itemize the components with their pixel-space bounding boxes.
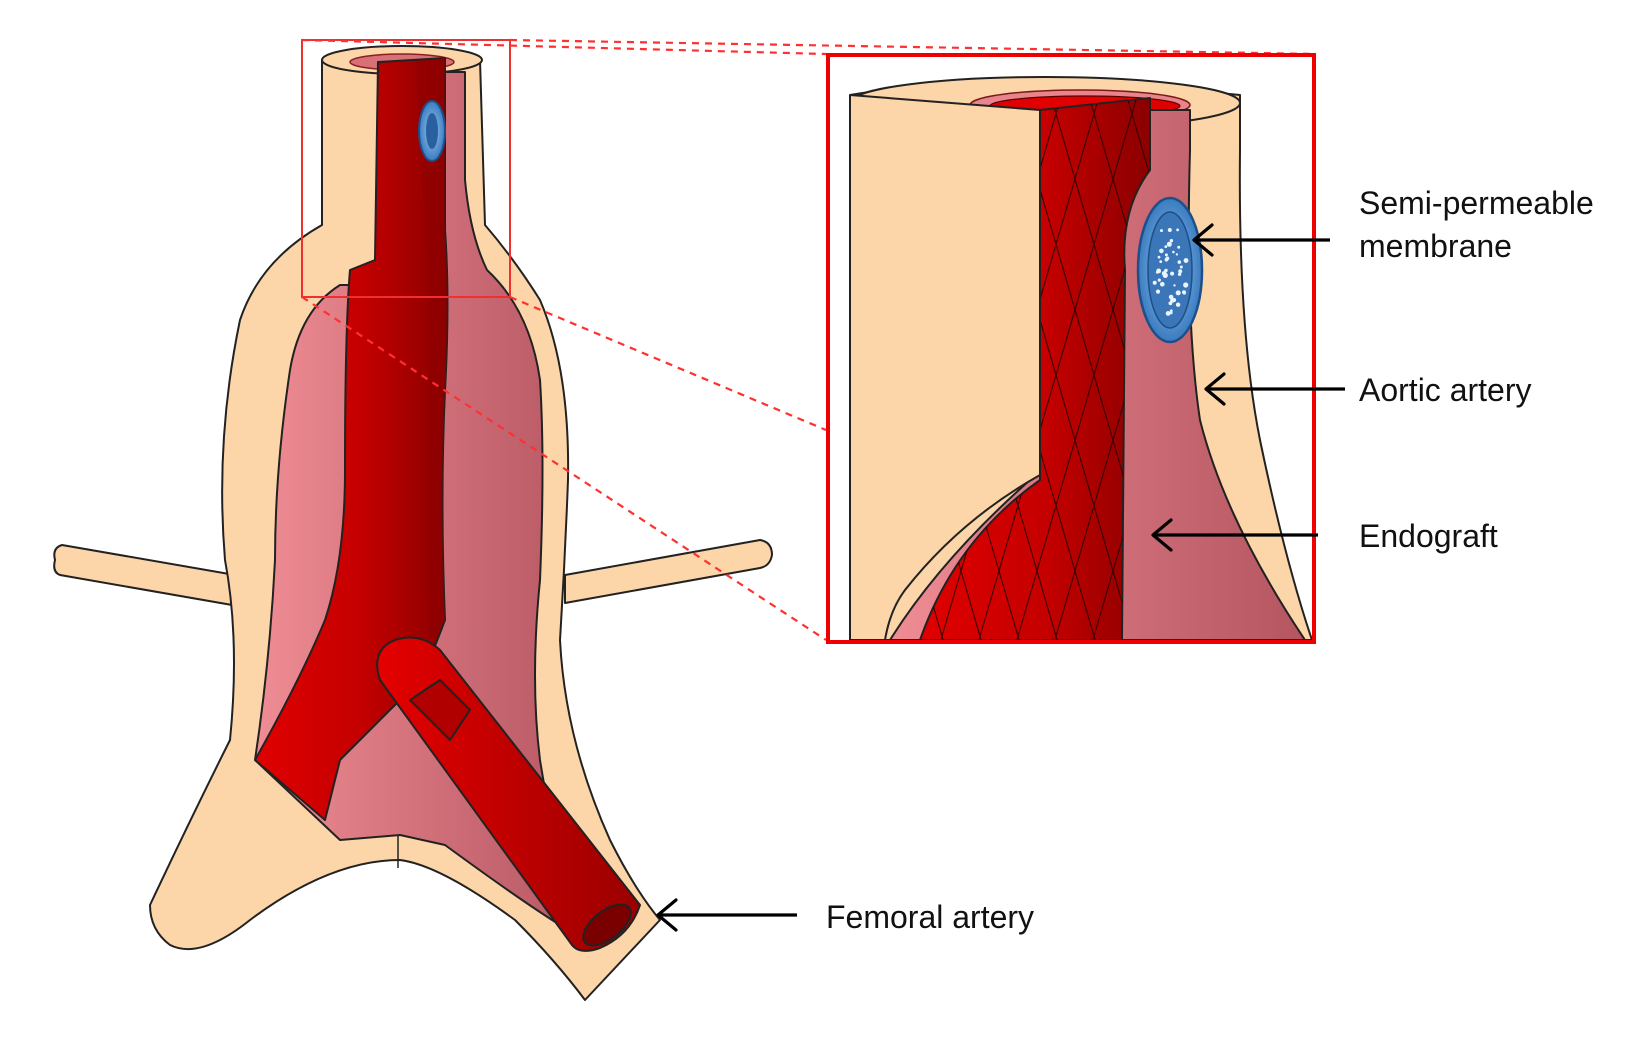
label-endograft: Endograft (1359, 518, 1498, 554)
membrane-pore (1175, 290, 1181, 296)
membrane-pore (1164, 245, 1168, 249)
label-membrane-line1: Semi-permeable (1359, 185, 1594, 221)
membrane-pore (1159, 260, 1163, 263)
membrane-large-inner (1147, 211, 1193, 329)
arrow-femoral (656, 898, 797, 932)
left-branch-artery (53, 544, 236, 606)
membrane-pore (1168, 294, 1174, 300)
membrane-pore (1152, 280, 1157, 285)
label-femoral-artery: Femoral artery (826, 899, 1034, 935)
inset-endograft (919, 97, 1151, 641)
zoom-line-bottom-2 (509, 295, 827, 432)
membrane-pore (1169, 311, 1173, 315)
arrow-aortic (1204, 372, 1345, 406)
membrane-pores (1152, 228, 1189, 316)
membrane-pore (1172, 250, 1175, 254)
zoom-line-top-2 (509, 38, 1317, 56)
zoom-indicator (301, 38, 1317, 641)
membrane-pore (1160, 281, 1165, 287)
stent-wire (1089, 99, 1150, 640)
membrane-pore (1179, 265, 1183, 269)
endograft-shade (415, 58, 448, 640)
membrane-pore (1164, 269, 1168, 273)
membrane-pore (1175, 253, 1179, 256)
arrow-membrane (1192, 223, 1330, 257)
label-aortic-artery: Aortic artery (1359, 372, 1531, 408)
membrane-pore (1183, 258, 1189, 263)
membrane-pore (1183, 282, 1189, 288)
arrow-endograft-head (1151, 518, 1173, 552)
membrane-small-inner (426, 113, 438, 149)
zoom-source-box (301, 39, 511, 298)
membrane-pore (1177, 272, 1182, 276)
membrane-pore (1177, 245, 1181, 249)
membrane-pore (1165, 311, 1171, 316)
zoom-line-top-1 (301, 38, 827, 56)
arrow-aortic-head (1204, 372, 1226, 406)
membrane-pore (1160, 229, 1163, 233)
membrane-pore (1170, 271, 1175, 276)
membrane-pore (1157, 278, 1161, 282)
membrane-pore (1175, 302, 1181, 307)
membrane-pore (1157, 255, 1161, 259)
stent-wire (1089, 99, 1150, 640)
membrane-pore (1169, 239, 1174, 243)
zoom-line-bottom-1 (301, 296, 827, 641)
graft-junction (409, 679, 471, 741)
aorta-model (53, 45, 773, 1001)
arrow-femoral-head (656, 898, 678, 932)
membrane-pore (1164, 257, 1169, 262)
membrane-pore (1173, 284, 1176, 287)
membrane-pore (1159, 248, 1164, 254)
membrane-pore (1170, 298, 1175, 303)
arrow-endograft (1151, 518, 1318, 552)
membrane-pore (1166, 241, 1172, 247)
membrane-pore (1176, 228, 1179, 232)
label-membrane-line2: membrane (1359, 228, 1512, 264)
femoral-leg-opening (582, 903, 632, 947)
arrow-membrane-head (1192, 223, 1214, 257)
zoom-detail-box (826, 53, 1316, 644)
membrane-pore (1155, 289, 1161, 294)
inset-wall-cutface (849, 94, 1041, 641)
right-branch-artery (564, 539, 773, 604)
membrane-pore (1169, 309, 1173, 313)
inset-view (826, 53, 1316, 644)
membrane-pore (1167, 228, 1172, 232)
membrane-pore (1177, 260, 1182, 264)
membrane-pore (1182, 291, 1186, 295)
membrane-pore (1156, 268, 1162, 274)
stent-wire (975, 99, 1137, 640)
membrane-pore (1178, 269, 1183, 274)
membrane-pore (1164, 253, 1168, 257)
